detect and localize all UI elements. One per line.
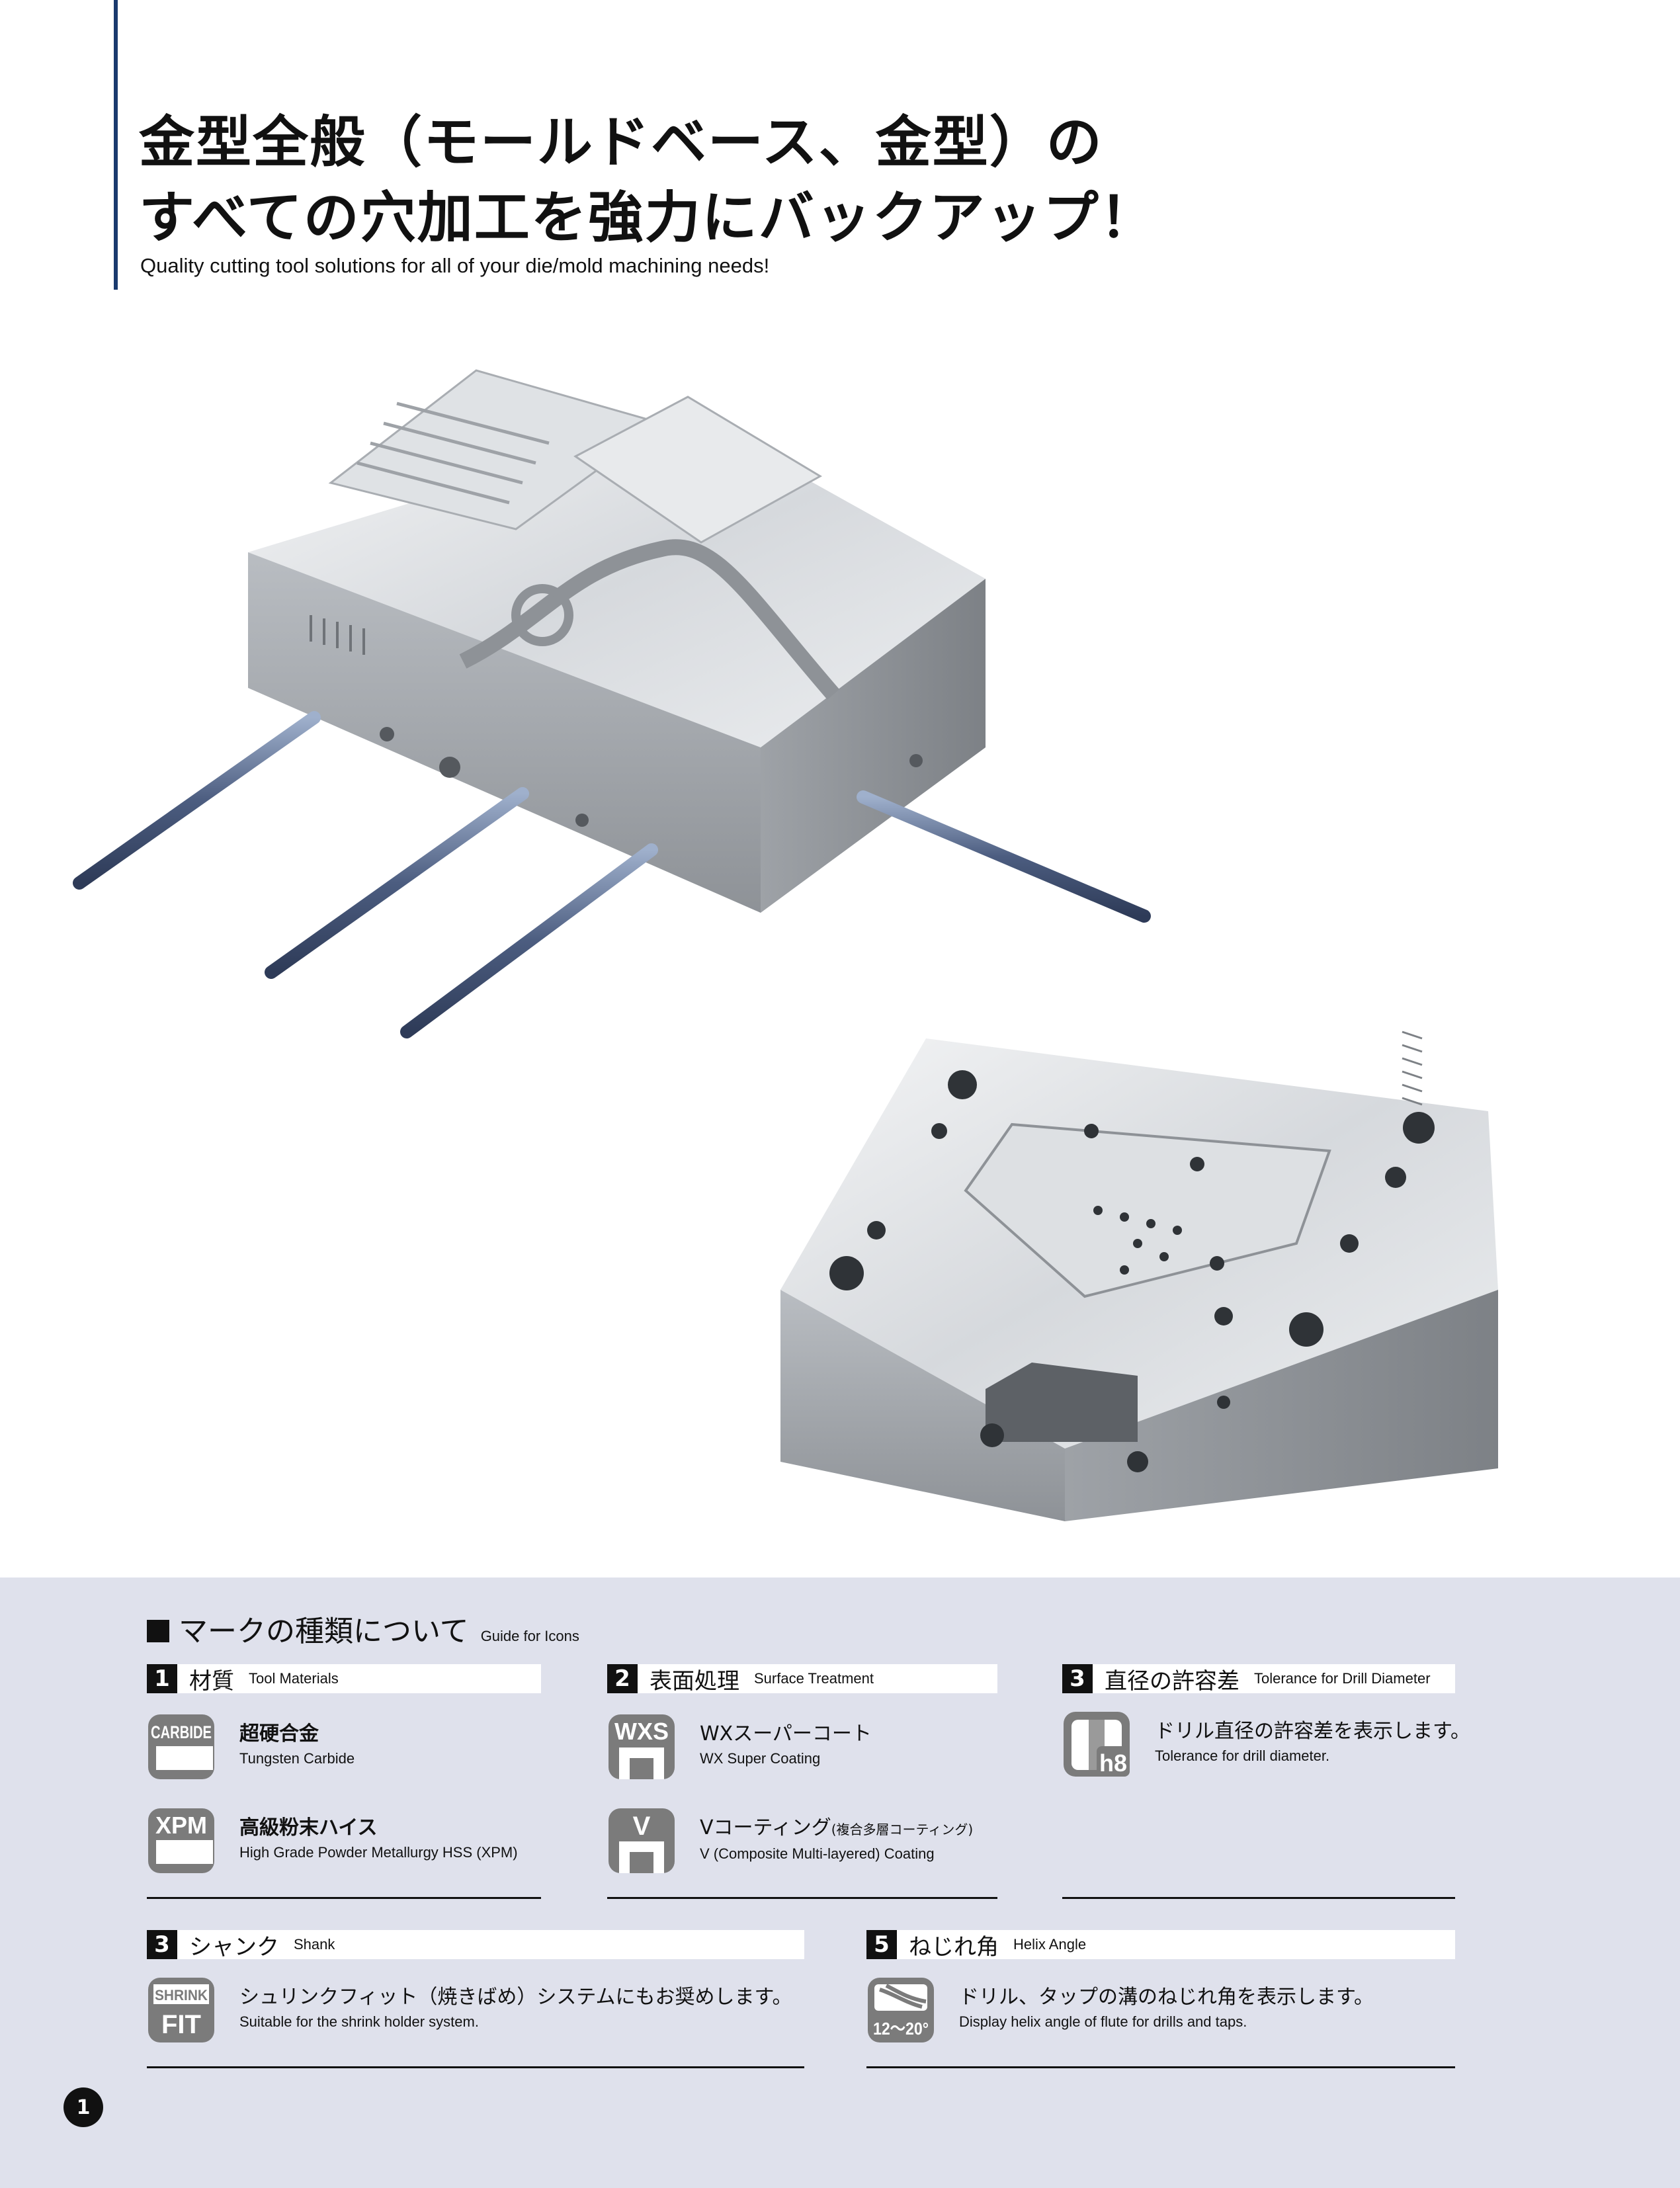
entry-h8: h8 ドリル直径の許容差を表示します。 Tolerance for drill … — [1062, 1710, 1470, 1778]
carbide-icon: CARBIDE — [148, 1714, 214, 1779]
badge-label-bottom: FIT — [161, 2010, 201, 2039]
entry-helix: 12～20° ドリル、タップの溝のねじれ角を表示します。 Display hel… — [866, 1976, 1374, 2044]
section-shank: 3 シャンク Shank — [147, 1930, 804, 1960]
section-title-en: Shank — [294, 1936, 335, 1953]
section-title-en: Helix Angle — [1013, 1936, 1087, 1953]
badge-label: XPM — [155, 1812, 207, 1839]
entry-wxs: WXS WXスーパーコート WX Super Coating — [607, 1713, 872, 1781]
entry-jp-main: Vコーティング — [700, 1816, 831, 1839]
section-helix-angle: 5 ねじれ角 Helix Angle — [866, 1930, 1455, 1960]
entry-xpm: XPM 高級粉末ハイス High Grade Powder Metallurgy… — [147, 1807, 518, 1874]
section-surface-treatment: 2 表面処理 Surface Treatment — [607, 1664, 997, 1695]
xpm-icon: XPM — [148, 1808, 214, 1873]
entry-jp: WXスーパーコート — [700, 1722, 872, 1746]
wxs-coating-icon: WXS — [609, 1714, 675, 1779]
section-divider — [147, 1897, 541, 1899]
section-divider — [607, 1897, 997, 1899]
page-number: 1 — [63, 2087, 103, 2127]
entry-en: Tungsten Carbide — [239, 1750, 355, 1767]
guide-title-jp: マークの種類について — [179, 1615, 469, 1648]
accent-bar — [114, 0, 118, 290]
section-divider — [1062, 1897, 1455, 1899]
entry-en: WX Super Coating — [700, 1750, 821, 1767]
title-line-1: 金型全般（モールドベース、金型）の — [139, 110, 1103, 175]
title-line-2: すべての穴加工を強力にバックアップ！ — [139, 185, 1157, 250]
section-divider — [866, 2066, 1455, 2068]
drill-set-lower — [839, 850, 1423, 1333]
shrink-fit-icon: SHRINK FIT — [148, 1978, 214, 2042]
drill-tolerance-icon: h8 — [1064, 1712, 1130, 1777]
section-title-jp: 直径の許容差 — [1105, 1667, 1239, 1695]
guide-title-en: Guide for Icons — [480, 1628, 579, 1644]
guide-title: マークの種類について Guide for Icons — [147, 1607, 579, 1650]
section-divider — [147, 2066, 804, 2068]
section-title-jp: シャンク — [189, 1933, 279, 1960]
section-title-en: Surface Treatment — [754, 1670, 874, 1687]
section-number: 2 — [607, 1664, 638, 1693]
entry-jp: 高級粉末ハイス — [239, 1816, 378, 1839]
entry-en: Display helix angle of flute for drills … — [959, 2013, 1247, 2030]
section-title-en: Tool Materials — [249, 1670, 339, 1687]
entry-jp: Vコーティング(複合多層コーティング) — [700, 1815, 973, 1843]
section-title-jp: ねじれ角 — [909, 1933, 999, 1960]
square-bullet-icon — [147, 1620, 169, 1642]
entry-en: Tolerance for drill diameter. — [1155, 1747, 1330, 1764]
entry-v-coating: V Vコーティング(複合多層コーティング) V (Composite Multi… — [607, 1807, 973, 1874]
badge-label: WXS — [614, 1718, 669, 1745]
section-drill-tolerance: 3 直径の許容差 Tolerance for Drill Diameter — [1062, 1664, 1455, 1695]
lower-mold-block — [780, 1038, 1498, 1521]
entry-en: Suitable for the shrink holder system. — [239, 2013, 479, 2030]
entry-jp: ドリル直径の許容差を表示します。 — [1155, 1720, 1470, 1743]
mold-illustration — [73, 369, 1498, 1521]
entry-shrink-fit: SHRINK FIT シュリンクフィット（焼きばめ）システムにもお奨めします。 … — [147, 1976, 792, 2044]
section-number: 5 — [866, 1930, 897, 1959]
entry-jp: シュリンクフィット（焼きばめ）システムにもお奨めします。 — [239, 1986, 792, 2009]
badge-label: V — [633, 1812, 651, 1841]
drill-set-upper — [73, 711, 1151, 1038]
section-title-en: Tolerance for Drill Diameter — [1254, 1670, 1431, 1687]
entry-jp: 超硬合金 — [239, 1722, 319, 1746]
section-number: 3 — [1062, 1664, 1093, 1693]
entry-jp: ドリル、タップの溝のねじれ角を表示します。 — [959, 1986, 1374, 2009]
badge-label-top: SHRINK — [155, 1987, 208, 2003]
v-coating-icon: V — [609, 1808, 675, 1873]
entry-jp-note: (複合多層コーティング) — [831, 1822, 974, 1837]
section-number: 1 — [147, 1664, 177, 1693]
entry-en: V (Composite Multi-layered) Coating — [700, 1845, 935, 1862]
badge-label: 12～20° — [873, 2019, 929, 2039]
page-subtitle: Quality cutting tool solutions for all o… — [140, 254, 770, 277]
badge-label: CARBIDE — [151, 1722, 212, 1742]
section-number: 3 — [147, 1930, 177, 1959]
section-title-jp: 表面処理 — [650, 1667, 739, 1695]
helix-angle-icon: 12～20° — [868, 1978, 934, 2042]
section-title-jp: 材質 — [189, 1667, 234, 1695]
section-tool-materials: 1 材質 Tool Materials — [147, 1664, 541, 1695]
entry-carbide: CARBIDE 超硬合金 Tungsten Carbide — [147, 1713, 355, 1781]
badge-label: h8 — [1099, 1749, 1127, 1777]
page-title: 金型全般（モールドベース、金型）の すべての穴加工を強力にバックアップ！ — [139, 105, 1157, 255]
upper-mold-block — [248, 369, 986, 913]
entry-en: High Grade Powder Metallurgy HSS (XPM) — [239, 1844, 518, 1861]
